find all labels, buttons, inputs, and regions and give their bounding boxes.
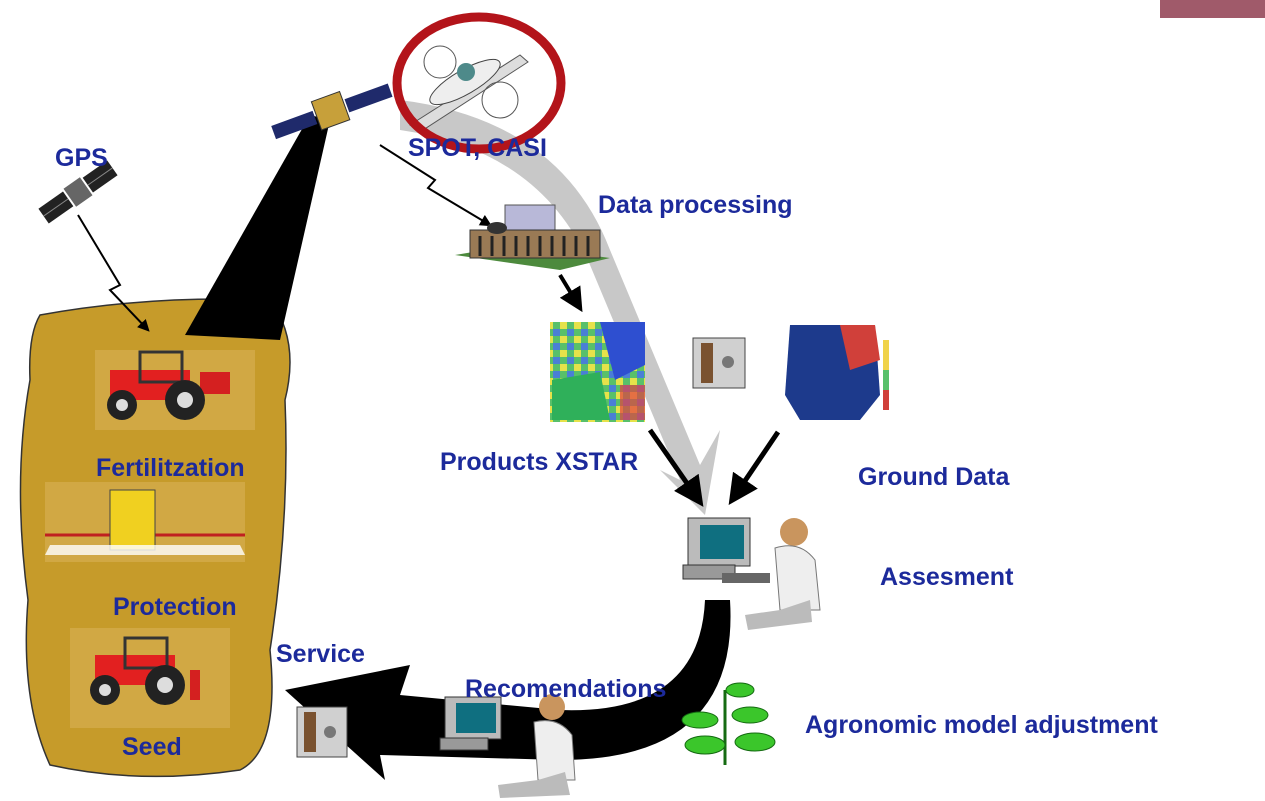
tractor-icon <box>70 628 230 728</box>
sprayer-icon <box>45 482 245 562</box>
label-ground-data: Ground Data <box>858 463 1010 491</box>
ground-data-arrow <box>728 430 781 505</box>
server-box-icon <box>296 706 348 758</box>
label-seed: Seed <box>122 733 182 761</box>
label-agronomic-model-adjustment: Agronomic model adjustment <box>805 711 1158 739</box>
products-arrow <box>647 428 704 507</box>
service-return-arrow <box>285 600 731 780</box>
computer-operator-icon <box>439 694 576 798</box>
satellite-downlink-line <box>379 144 493 227</box>
classified-map-icon <box>550 322 645 422</box>
crop-plant-icon <box>681 682 776 765</box>
label-data-processing: Data processing <box>598 191 793 219</box>
earth-observation-satellite-icon <box>271 83 393 140</box>
corner-thumbnail <box>1160 0 1265 18</box>
label-protection: Protection <box>113 593 237 621</box>
computer-operator-icon <box>682 517 821 630</box>
label-products-xstar: Products XSTAR <box>440 448 639 476</box>
server-box-icon <box>692 337 746 389</box>
label-spot-casi: SPOT, CASI <box>408 134 547 162</box>
label-assesment: Assesment <box>880 563 1014 591</box>
data-center-building-icon <box>455 204 610 270</box>
label-recomendations: Recomendations <box>465 675 667 703</box>
label-gps: GPS <box>55 144 108 172</box>
field-map-icon <box>775 320 930 420</box>
survey-airplane-icon <box>409 45 529 133</box>
tractor-icon <box>95 350 255 430</box>
label-fertilitzation: Fertilitzation <box>96 454 245 482</box>
airplane-highlight-circle <box>392 12 566 154</box>
label-service: Service <box>276 640 365 668</box>
processing-output-arrow <box>558 273 583 313</box>
gps-satellite-icon <box>38 160 118 224</box>
gps-signal-line <box>77 214 150 332</box>
processing-flow-arrow <box>400 100 720 515</box>
satellite-beam <box>185 115 330 340</box>
